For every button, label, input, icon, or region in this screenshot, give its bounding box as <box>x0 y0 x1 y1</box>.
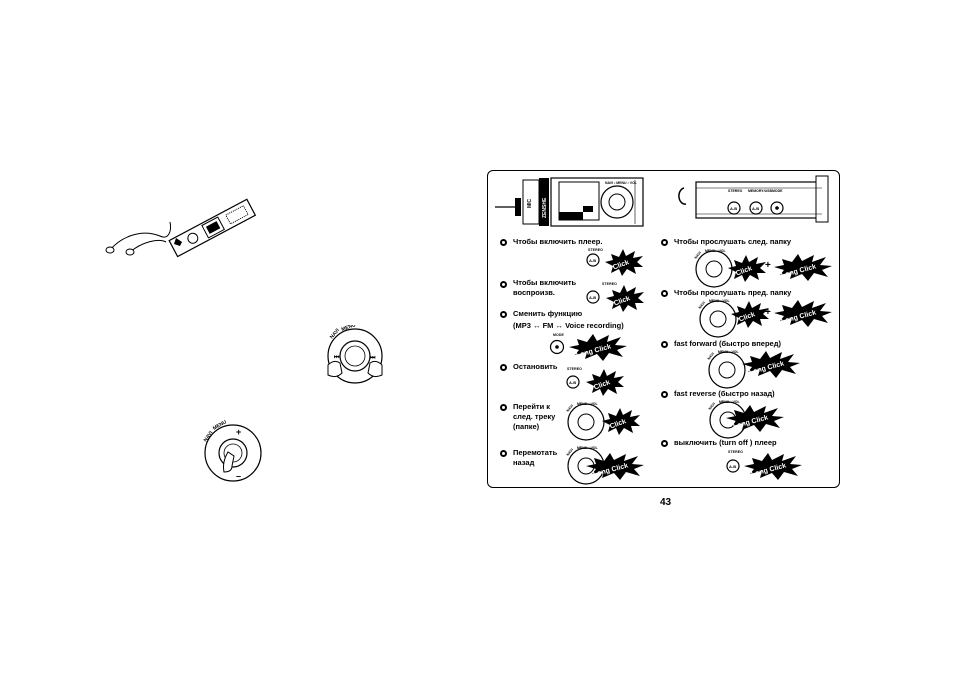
instruction-rewind: Перемотать <box>513 448 558 457</box>
plus-sign: + <box>765 260 771 271</box>
stereo-label: STEREO <box>588 248 603 252</box>
svg-text:MENU • VOL: MENU • VOL <box>577 402 599 406</box>
ab-button-icon: A-B <box>566 375 580 389</box>
bullet-icon <box>661 239 668 246</box>
svg-text:⏭: ⏭ <box>370 355 376 361</box>
svg-text:A-B: A-B <box>569 380 576 385</box>
svg-text:–: – <box>236 471 241 481</box>
bullet-icon <box>661 440 668 447</box>
nav-wheel-icon: NAVI MENU • VOL <box>694 249 733 288</box>
instruction-next-folder: Чтобы прослушать след. папку <box>674 237 792 246</box>
instruction-stop: Остановить <box>513 362 558 371</box>
bullet-icon <box>500 450 507 457</box>
stereo-label: STEREO <box>567 367 582 371</box>
long-click-burst-icon: Long Click <box>726 405 784 432</box>
instruction-prev-folder: Чтобы прослушать пред. папку <box>674 288 792 297</box>
svg-text:STEREO: STEREO <box>728 189 743 193</box>
plus-sign: + <box>765 307 771 318</box>
bullet-icon <box>500 404 507 411</box>
instruction-fast-forward: fast forward (быстро вперед) <box>674 339 781 348</box>
svg-text:ZENSHE: ZENSHE <box>542 197 548 218</box>
svg-text:NAVI: NAVI <box>707 352 715 361</box>
long-click-burst-icon: Long Click <box>742 351 800 378</box>
svg-text:A-B: A-B <box>729 464 736 469</box>
instruction-change-function-line2: (MP3 ↔ FM ↔ Voice recording) <box>513 321 624 330</box>
svg-text:A-B: A-B <box>589 258 596 263</box>
click-burst-icon: Click <box>606 285 644 312</box>
stereo-label: STEREO <box>602 282 617 286</box>
bullet-icon <box>661 391 668 398</box>
svg-text:MENU • VOL: MENU • VOL <box>577 446 599 450</box>
player-front-illustration: MIC ZENSHE NAVI • MENU • VOL <box>495 177 644 227</box>
instruction-rewind-line2: назад <box>513 458 535 467</box>
click-burst-icon: Click <box>731 301 769 328</box>
svg-text:A-B: A-B <box>730 206 737 211</box>
nav-wheel-up-down-illustration: NAVI MENU + – <box>203 420 262 482</box>
svg-text:MENU: MENU <box>212 420 228 432</box>
ab-button-icon: A-B <box>726 459 740 473</box>
nav-wheel-icon: NAVI MENU • VOL <box>698 299 737 338</box>
instruction-next-track-line3: (папке) <box>513 422 540 431</box>
svg-text:NAVI: NAVI <box>694 251 702 260</box>
svg-text:MENU • VOL: MENU • VOL <box>718 350 740 354</box>
svg-text:MODE: MODE <box>772 189 783 193</box>
player-side-illustration: STEREO MEMORY/USB MODE A-B A-B <box>678 175 829 223</box>
long-click-burst-icon: Long Click <box>774 254 832 281</box>
page-number: 43 <box>660 497 672 508</box>
instruction-next-track-line2: след. треку <box>513 412 556 421</box>
bullet-icon <box>661 341 668 348</box>
click-burst-icon: Click <box>586 369 624 396</box>
player-with-earphones-illustration <box>105 198 257 258</box>
instruction-next-track: Перейти к <box>513 402 551 411</box>
bullet-icon <box>500 281 507 288</box>
click-burst-icon: Click <box>602 408 640 435</box>
instruction-panel <box>487 170 840 488</box>
svg-text:+: + <box>236 427 241 437</box>
svg-text:A-B: A-B <box>752 206 759 211</box>
instruction-start-playback-line2: воспроизв. <box>513 288 555 297</box>
bullet-icon <box>661 290 668 297</box>
instruction-turn-on-player: Чтобы включить плеер. <box>513 237 603 246</box>
long-click-burst-icon: Long Click <box>744 453 802 480</box>
svg-text:MENU • VOL: MENU • VOL <box>719 400 741 404</box>
stereo-label: STEREO <box>728 450 743 454</box>
svg-text:NAVI: NAVI <box>698 301 706 310</box>
long-click-burst-icon: Long Click <box>774 300 832 327</box>
instruction-fast-reverse: fast reverse (быстро назад) <box>674 389 775 398</box>
svg-text:MEMORY/USB: MEMORY/USB <box>748 189 772 193</box>
click-burst-icon: Click <box>728 255 766 282</box>
svg-text:NAVI: NAVI <box>708 402 716 411</box>
mode-label: MODE <box>553 333 564 337</box>
nav-wheel-icon: NAVI MENU • VOL <box>707 350 746 389</box>
click-burst-icon: Click <box>605 249 643 276</box>
svg-text:MENU • VOL: MENU • VOL <box>709 299 731 303</box>
instruction-turn-off: выключить (turn off ) плеер <box>674 438 777 447</box>
long-click-burst-icon: Long Click <box>569 334 627 361</box>
bullet-icon <box>500 239 507 246</box>
long-click-burst-icon: Long Click <box>586 453 644 480</box>
instruction-change-function: Сменить функцию <box>513 309 583 318</box>
svg-text:MENU • VOL: MENU • VOL <box>705 249 727 253</box>
svg-text:MENU: MENU <box>341 325 357 333</box>
svg-text:A-B: A-B <box>589 295 596 300</box>
bullet-icon <box>500 311 507 318</box>
ab-button-icon: A-B <box>586 253 600 267</box>
ab-button-icon: A-B <box>586 290 600 304</box>
svg-text:MIC: MIC <box>527 198 533 208</box>
svg-text:⏮: ⏮ <box>334 355 340 361</box>
mode-button-icon <box>549 339 565 355</box>
instruction-start-playback: Чтобы включить <box>513 278 577 287</box>
svg-text:NAVI: NAVI <box>566 404 574 413</box>
nav-wheel-left-right-illustration: NAVI MENU ⏮ ⏭ <box>327 325 383 384</box>
bullet-icon <box>500 364 507 371</box>
navi-menu-vol-label: NAVI • MENU • VOL <box>605 181 638 185</box>
svg-text:NAVI: NAVI <box>566 448 574 457</box>
svg-text:NAVI: NAVI <box>203 430 215 443</box>
